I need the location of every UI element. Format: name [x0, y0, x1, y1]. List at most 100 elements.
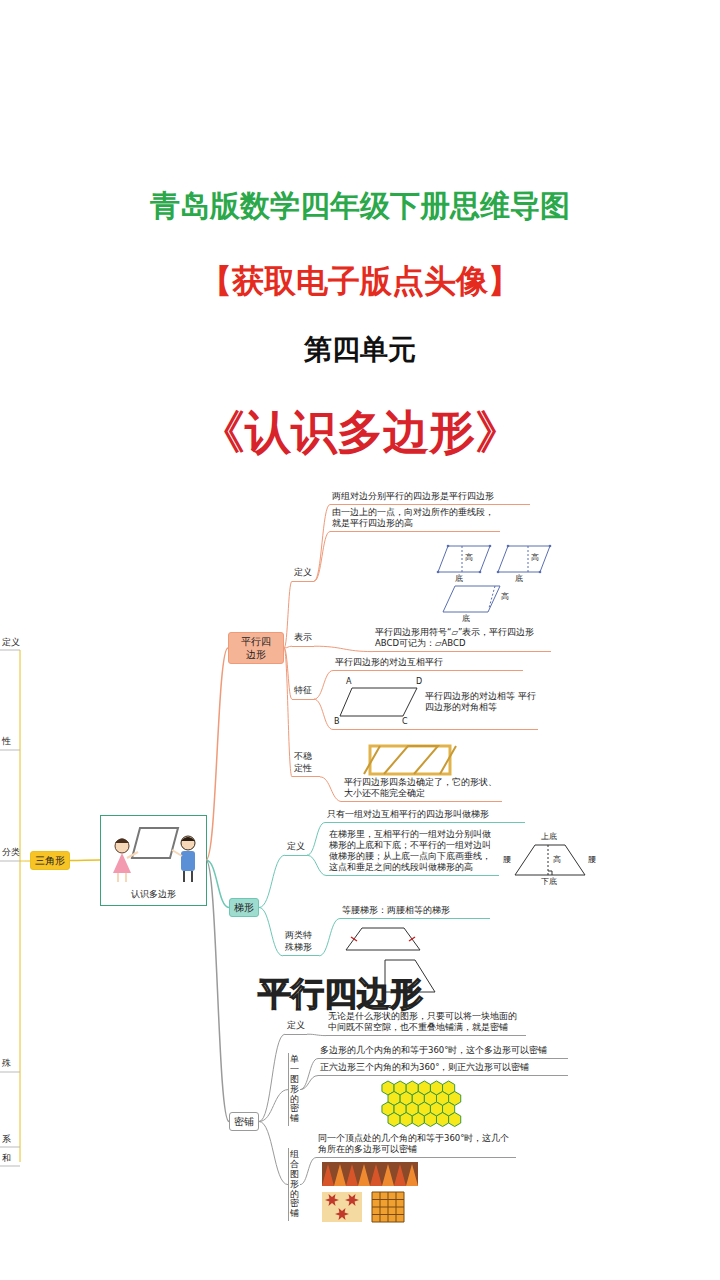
node-text: 平行四边形的对边互相平行 — [335, 657, 521, 668]
note-text: 无论是什么形状的图形，只要可以将一块地面的中间既不留空隙，也不重叠地铺满，就是密… — [326, 1010, 526, 1036]
branch-connector — [319, 919, 340, 956]
branch-connector — [284, 581, 292, 648]
page-title: 青岛版数学四年级下册思维导图 — [0, 188, 720, 224]
figure-label: 腰 — [588, 855, 596, 865]
node-text: 三角形 — [35, 854, 65, 867]
branch-connector — [300, 1076, 318, 1090]
node-text: 同一个顶点处的几个角的和等于360°时，这几个角所在的多边形可以密铺 — [318, 1133, 514, 1155]
branch-connector — [259, 1090, 288, 1122]
branch-box: 梯形 — [229, 898, 259, 917]
node-text: 平行四边形用符号“▱”表示，平行四边形ABCD可记为：▱ABCD — [375, 627, 549, 649]
branch-connector — [206, 860, 229, 1122]
trapezoid-figure — [515, 845, 585, 875]
hexagon-cell — [412, 1113, 424, 1127]
node-text: 密铺 — [234, 1115, 254, 1128]
figure-label: 高 — [501, 592, 509, 602]
grid-line — [372, 1214, 404, 1215]
hexagon-tiling — [382, 1081, 461, 1127]
figure-label: 上底 — [541, 832, 557, 842]
node-text: 平行四边形的对边相等 平行四边形的对角相等 — [425, 691, 536, 713]
lesson-heading: 《认识多边形》 — [0, 405, 720, 460]
note-text: 正六边形三个内角的和为360°，则正六边形可以密铺 — [318, 1061, 568, 1076]
subtopic-label: 不稳定性 — [292, 750, 320, 777]
note-text: 多边形的几个内角的和等于360°时，这个多边形可以密铺 — [318, 1044, 568, 1059]
vertex-label: C — [402, 717, 408, 727]
note-text: 平行四边形的对边相等 平行四边形的对角相等 — [333, 676, 538, 730]
branch-connector — [307, 823, 325, 856]
triangle-tile — [370, 1164, 382, 1186]
vertex-label: D — [416, 677, 422, 687]
note-text: 平行四边形四条边确定了，它的形状、大小还不能完全确定 — [342, 776, 502, 802]
hexagon-cell — [424, 1113, 436, 1127]
note-text: 平行四边形的对边互相平行 — [333, 656, 523, 671]
node-text: 正六边形三个内角的和为360°，则正六边形可以密铺 — [320, 1062, 566, 1073]
hexagon-cell — [388, 1113, 400, 1127]
figure-label: 腰 — [503, 855, 511, 865]
triangle-branch-lines — [0, 650, 30, 1166]
note-text: 由一边上的一点，向对边所作的垂线段，就是平行四边形的高 — [330, 506, 500, 532]
star-tile — [345, 1194, 359, 1206]
node-text: 单一图形的密铺 — [290, 1055, 299, 1124]
figure-label: 底 — [455, 574, 463, 584]
note-text: 同一个顶点处的几个角的和等于360°时，这几个角所在的多边形可以密铺 — [316, 1132, 516, 1158]
branch-connector — [300, 1158, 316, 1185]
unit-heading: 第四单元 — [0, 333, 720, 367]
triangle-tile — [334, 1164, 346, 1186]
node-text: 不稳定性 — [294, 751, 318, 774]
branch-connector — [314, 646, 373, 651]
branch-connector — [284, 648, 292, 777]
subtopic-label: 组合图形的密铺 — [288, 1148, 300, 1221]
cut-branch-text: 分类 — [2, 847, 20, 858]
note-text: 平行四边形用符号“▱”表示，平行四边形ABCD可记为：▱ABCD — [373, 626, 551, 652]
branch-connector — [314, 505, 330, 582]
branch-connector — [314, 671, 333, 700]
note-text: 等腰梯形：两腰相等的梯形 — [340, 904, 490, 919]
branch-connector — [70, 859, 100, 861]
branch-connector — [320, 777, 342, 802]
node-text: 平行四边形四条边确定了，它的形状、大小还不能完全确定 — [344, 777, 500, 799]
branch-connector — [314, 532, 330, 582]
cut-branch-text: 殊 — [2, 1058, 11, 1069]
branch-connector — [307, 855, 327, 876]
subtopic-label: 定义 — [285, 1019, 307, 1035]
node-text: 多边形的几个内角的和等于360°时，这个多边形可以密铺 — [320, 1045, 566, 1056]
branch-connector — [259, 855, 285, 907]
triangle-tile — [346, 1164, 358, 1186]
branch-connector — [307, 1034, 326, 1035]
branch-box: 密铺 — [229, 1112, 259, 1131]
branch-connector — [259, 908, 283, 956]
node-text: 等腰梯形：两腰相等的梯形 — [342, 905, 488, 916]
star-tile — [335, 1208, 349, 1220]
figure-label: 底 — [462, 614, 470, 624]
figure-label: 下底 — [541, 877, 557, 887]
grid-line — [372, 1207, 404, 1208]
star-tile — [325, 1194, 339, 1206]
node-text: 无论是什么形状的图形，只要可以将一块地面的中间既不留空隙，也不重叠地铺满，就是密… — [328, 1011, 524, 1033]
node-text: 组合图形的密铺 — [290, 1150, 299, 1219]
triangle-tile — [358, 1164, 370, 1186]
parallelogram-abcd — [340, 688, 417, 716]
note-text: 在梯形里，互相平行的一组对边分别叫做梯形的上底和下底；不平行的一组对边叫做梯形的… — [327, 828, 499, 876]
subtopic-label: 单一图形的密铺 — [288, 1053, 300, 1126]
vertex-label: B — [334, 717, 340, 727]
node-text: 特征 — [294, 685, 312, 697]
node-text: 认识多边形 — [131, 889, 176, 901]
hexagon-cell — [400, 1113, 412, 1127]
branch-connector — [300, 1059, 318, 1090]
node-text: 平行四边形 — [240, 635, 272, 661]
cut-branch-text: 定义 — [2, 637, 20, 648]
node-text: 在梯形里，互相平行的一组对边分别叫做梯形的上底和下底；不平行的一组对边叫做梯形的… — [329, 829, 497, 873]
node-text: 梯形 — [234, 901, 254, 914]
subtopic-label: 特征 — [292, 684, 314, 700]
video-subtitle: 平行四边形 — [258, 974, 423, 1014]
isosceles-trapezoid-figure — [346, 928, 420, 950]
cut-branch-text: 和 — [2, 1153, 11, 1164]
grid-line — [372, 1222, 404, 1223]
triangle-tile — [394, 1164, 406, 1186]
subtopic-label: 定义 — [292, 566, 314, 582]
figure-label: 高 — [465, 553, 473, 563]
figure-label: 高 — [531, 553, 539, 563]
branch-connector — [314, 699, 333, 729]
note-text: 两组对边分别平行的四边形是平行四边形 — [330, 490, 530, 505]
